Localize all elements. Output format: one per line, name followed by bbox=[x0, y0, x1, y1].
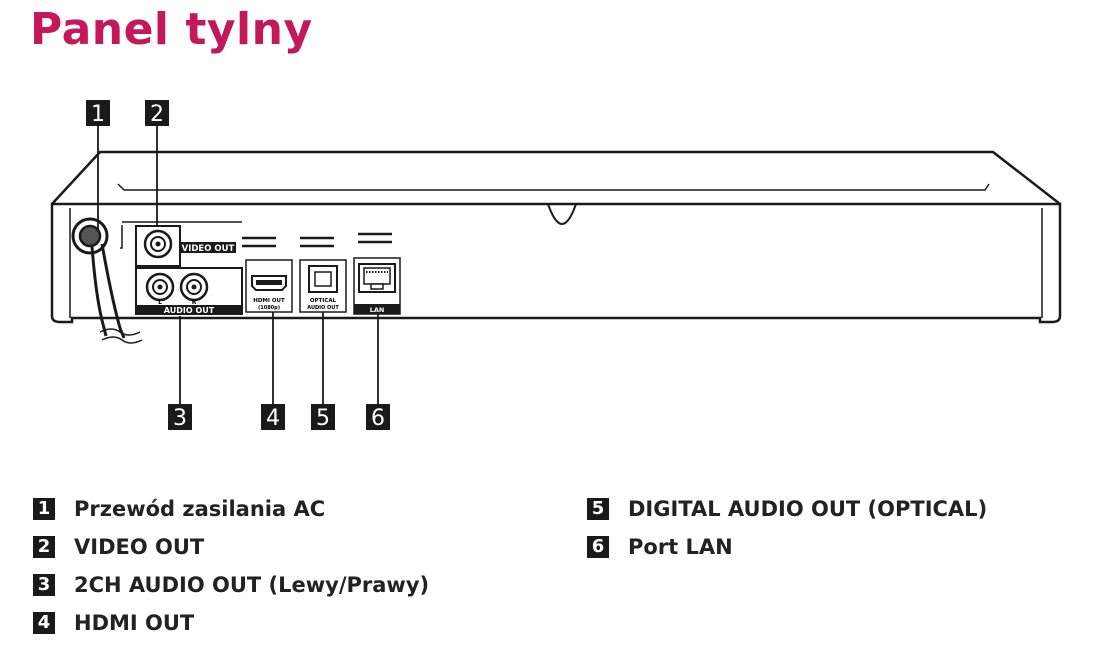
legend-badge-5: 5 bbox=[587, 498, 609, 520]
callout-1-text: 1 bbox=[91, 102, 105, 127]
legend-item-3: 3 2CH AUDIO OUT (Lewy/Prawy) bbox=[33, 573, 429, 597]
legend-item-6: 6 Port LAN bbox=[587, 535, 733, 559]
hdmi-out-label: HDMI OUT bbox=[253, 298, 285, 304]
video-out-jack: VIDEO OUT bbox=[135, 225, 236, 267]
device-body bbox=[50, 150, 1062, 324]
audio-out-jacks: L R AUDIO OUT bbox=[135, 267, 243, 315]
vent-slots bbox=[242, 232, 392, 248]
legend-text-6: Port LAN bbox=[628, 535, 733, 559]
hdmi-port: HDMI OUT (1080p) bbox=[245, 259, 293, 313]
legend-text-2: VIDEO OUT bbox=[74, 535, 205, 559]
legend-text-4: HDMI OUT bbox=[74, 611, 195, 635]
audio-out-label: AUDIO OUT bbox=[164, 306, 215, 315]
callout-6-text: 6 bbox=[371, 406, 385, 431]
video-out-label: VIDEO OUT bbox=[182, 244, 235, 254]
lan-label: LAN bbox=[370, 306, 385, 314]
legend-badge-2: 2 bbox=[33, 536, 55, 558]
page-title: Panel tylny bbox=[30, 4, 313, 55]
optical-label-1: OPTICAL bbox=[310, 298, 337, 304]
legend-item-2: 2 VIDEO OUT bbox=[33, 535, 204, 559]
legend-badge-3: 3 bbox=[33, 574, 55, 596]
legend-item-4: 4 HDMI OUT bbox=[33, 611, 194, 635]
hdmi-sub-label: (1080p) bbox=[258, 305, 280, 311]
callout-2-text: 2 bbox=[150, 102, 164, 127]
callout-4: 4 bbox=[261, 404, 285, 431]
legend-item-1: 1 Przewód zasilania AC bbox=[33, 497, 325, 521]
callout-5: 5 bbox=[311, 404, 335, 431]
audio-left-label: L bbox=[158, 299, 162, 306]
legend-badge-1: 1 bbox=[33, 498, 55, 520]
leader-lines bbox=[97, 126, 379, 404]
callout-3-text: 3 bbox=[173, 406, 187, 431]
optical-port: OPTICAL AUDIO OUT bbox=[299, 259, 347, 313]
callout-3: 3 bbox=[168, 404, 192, 431]
power-cord bbox=[71, 217, 143, 344]
lan-port: LAN bbox=[353, 257, 401, 315]
callout-1: 1 bbox=[86, 100, 110, 127]
legend-item-5: 5 DIGITAL AUDIO OUT (OPTICAL) bbox=[587, 497, 987, 521]
callout-5-text: 5 bbox=[316, 406, 330, 431]
audio-right-label: R bbox=[192, 299, 197, 306]
legend-badge-6: 6 bbox=[587, 536, 609, 558]
callout-4-text: 4 bbox=[266, 406, 280, 431]
callout-6: 6 bbox=[366, 404, 390, 431]
callout-2: 2 bbox=[145, 100, 169, 127]
rear-panel-diagram: VIDEO OUT L R AUDIO OUT HDMI OUT (1080p)… bbox=[50, 100, 1062, 431]
legend-badge-4: 4 bbox=[33, 612, 55, 634]
legend-text-5: DIGITAL AUDIO OUT (OPTICAL) bbox=[628, 497, 988, 521]
legend-text-1: Przewód zasilania AC bbox=[74, 497, 326, 521]
legend-text-3: 2CH AUDIO OUT (Lewy/Prawy) bbox=[74, 573, 430, 597]
optical-label-2: AUDIO OUT bbox=[307, 305, 339, 311]
